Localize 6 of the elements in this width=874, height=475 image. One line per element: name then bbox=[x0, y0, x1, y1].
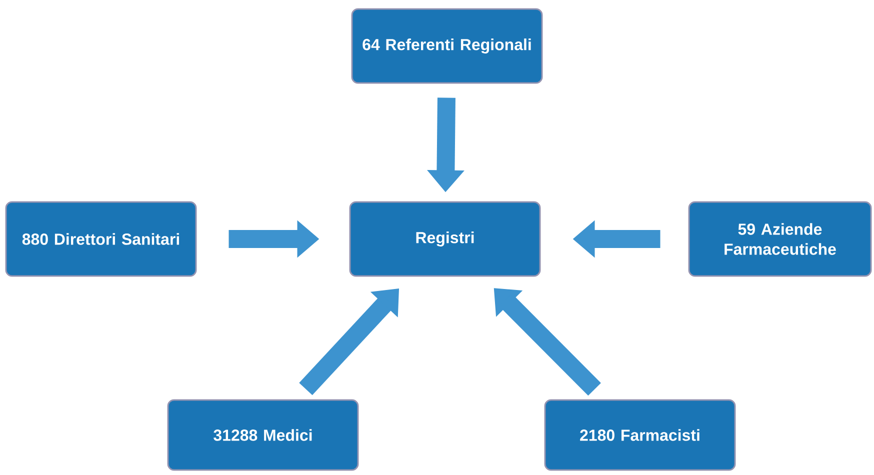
process-box: 64 Referenti Regionali bbox=[351, 8, 543, 84]
process-box: 31288 Medici bbox=[167, 399, 359, 471]
process-box: 2180 Farmacisti bbox=[544, 399, 736, 471]
process-box: 59 Aziende Farmaceutiche bbox=[688, 201, 872, 277]
process-box: 880 Direttori Sanitari bbox=[5, 201, 197, 277]
process-box: Registri bbox=[349, 201, 541, 277]
